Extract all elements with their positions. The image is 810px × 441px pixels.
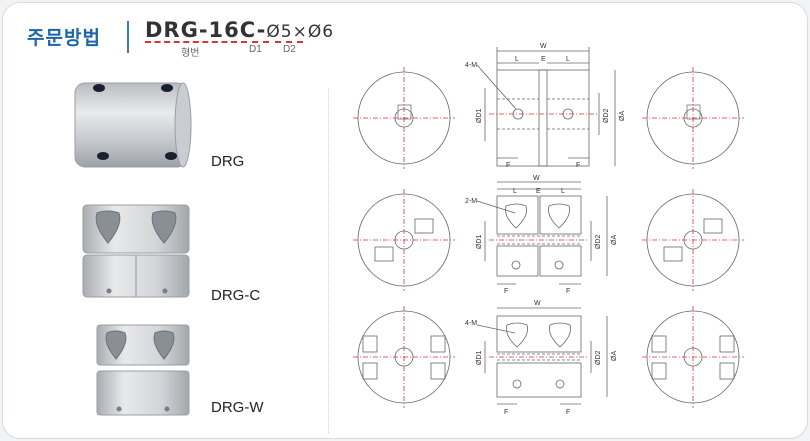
drg-c-width-label: W <box>533 175 540 182</box>
drg-w-left-end-view <box>353 306 455 408</box>
model-code-dims: Ø5×Ø6 <box>266 22 335 42</box>
drg-c-holes-label: 2-M <box>465 198 477 205</box>
drg-side-view <box>476 47 616 167</box>
drg-length-right-label: L <box>566 56 570 63</box>
drg-c-side-view <box>476 181 608 285</box>
d2-underline <box>275 41 303 43</box>
drg-c-length-left-label: L <box>513 188 517 195</box>
drg-width-label: W <box>540 43 547 50</box>
model-code-base: DRG-16C- <box>145 18 267 42</box>
d1-label: D1 <box>249 44 262 55</box>
drg-w-holes-label: 4-M <box>465 320 477 327</box>
drg-w-side-view <box>476 307 608 405</box>
drg-c-length-right-label: L <box>561 188 565 195</box>
drg-coupling-photo <box>74 82 192 168</box>
drg-w-coupling-photo <box>96 324 190 416</box>
drg-c-right-end-view <box>642 189 744 291</box>
d1-underline <box>241 41 269 43</box>
type-label: 형번 <box>181 48 200 59</box>
model-code: DRG-16C-Ø5×Ø6 <box>145 18 334 42</box>
drg-c-gap-label: E <box>536 188 541 195</box>
drg-w-width-label: W <box>534 300 541 307</box>
drg-flange-right-label: F <box>576 162 580 169</box>
heading-separator <box>127 21 129 53</box>
drg-length-left-label: L <box>515 56 519 63</box>
drg-right-end-view <box>642 67 744 169</box>
drg-c-left-end-view <box>353 189 455 291</box>
drg-holes-label: 4-M <box>465 62 477 69</box>
drg-w-bore1-label: ØD1 <box>476 351 483 366</box>
drg-c-coupling-photo <box>82 204 190 298</box>
drg-left-end-view <box>353 67 455 169</box>
drg-c-bore2-label: ØD2 <box>595 235 602 250</box>
drg-w-flange-right-label: F <box>566 409 570 416</box>
column-divider <box>328 88 329 433</box>
drg-c-bore1-label: ØD1 <box>476 235 483 250</box>
drg-c-flange-right-label: F <box>566 288 570 295</box>
drg-c-flange-left-label: F <box>504 288 508 295</box>
drg-w-bore2-label: ØD2 <box>595 351 602 366</box>
drg-w-outer-label: ØA <box>611 351 618 361</box>
product-label-drg-w: DRG-W <box>211 399 264 416</box>
drg-w-right-end-view <box>642 306 744 408</box>
d2-label: D2 <box>283 44 296 55</box>
drg-bore2-label: ØD2 <box>603 109 610 124</box>
drg-w-flange-left-label: F <box>504 409 508 416</box>
product-label-drg: DRG <box>211 153 245 170</box>
product-label-drg-c: DRG-C <box>211 287 261 304</box>
drg-outer-label: ØA <box>619 111 626 121</box>
drg-c-outer-label: ØA <box>611 235 618 245</box>
section-heading: 주문방법 <box>27 28 101 49</box>
drg-gap-label: E <box>541 56 546 63</box>
type-underline <box>145 41 237 43</box>
drg-bore1-label: ØD1 <box>476 109 483 124</box>
drg-flange-left-label: F <box>506 162 510 169</box>
technical-drawings: W L E L 4-M ØD1 ØD2 ØA F F W L E L 2-M Ø… <box>353 43 744 416</box>
